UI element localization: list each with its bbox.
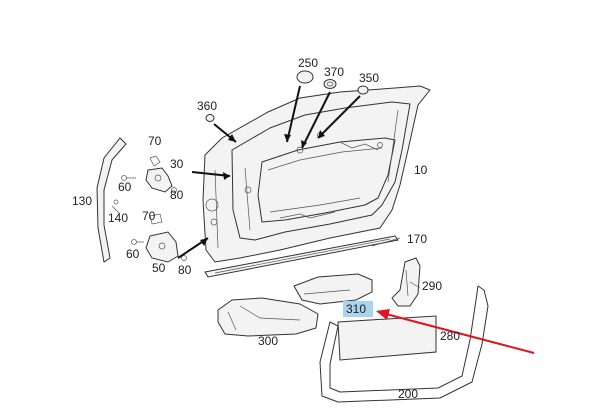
label-130: 130 xyxy=(72,194,92,208)
beltline-strip-170 xyxy=(204,235,399,278)
callout-lines xyxy=(177,85,421,289)
grommet-370 xyxy=(323,79,337,89)
label-60-upper: 60 xyxy=(118,180,132,194)
part-labels: 10 30 50 60 60 70 70 80 80 130 140 170 2… xyxy=(72,56,460,401)
label-140: 140 xyxy=(108,211,128,225)
label-310: 310 xyxy=(346,302,366,316)
label-70-lower: 70 xyxy=(142,209,156,223)
label-250: 250 xyxy=(298,56,318,70)
label-280: 280 xyxy=(440,329,460,343)
label-70-upper: 70 xyxy=(148,134,162,148)
label-350: 350 xyxy=(359,71,379,85)
label-300: 300 xyxy=(258,334,278,348)
label-10: 10 xyxy=(414,163,428,177)
label-80-upper: 80 xyxy=(170,188,184,202)
hinge-bolts xyxy=(111,175,187,261)
lower-hinge xyxy=(145,213,179,263)
label-50: 50 xyxy=(152,261,166,275)
label-30: 30 xyxy=(170,157,184,171)
label-370: 370 xyxy=(324,65,344,79)
label-200: 200 xyxy=(398,387,418,401)
plug-250 xyxy=(296,70,314,84)
clip-350 xyxy=(357,85,369,95)
label-170: 170 xyxy=(407,232,427,246)
label-80-lower: 80 xyxy=(178,263,192,277)
door-shell xyxy=(202,85,431,263)
red-pointer-arrow xyxy=(376,309,535,354)
trim-part-300 xyxy=(217,297,319,337)
trim-part-310 xyxy=(293,273,373,305)
label-60-lower: 60 xyxy=(126,247,140,261)
clip-360 xyxy=(205,114,215,122)
front-seal-strip xyxy=(96,137,127,263)
seal-200 xyxy=(319,285,489,403)
upper-hinge xyxy=(145,155,173,193)
bracket-290 xyxy=(391,257,421,307)
label-360: 360 xyxy=(197,99,217,113)
highlight-box-310 xyxy=(343,301,373,317)
label-290: 290 xyxy=(422,279,442,293)
